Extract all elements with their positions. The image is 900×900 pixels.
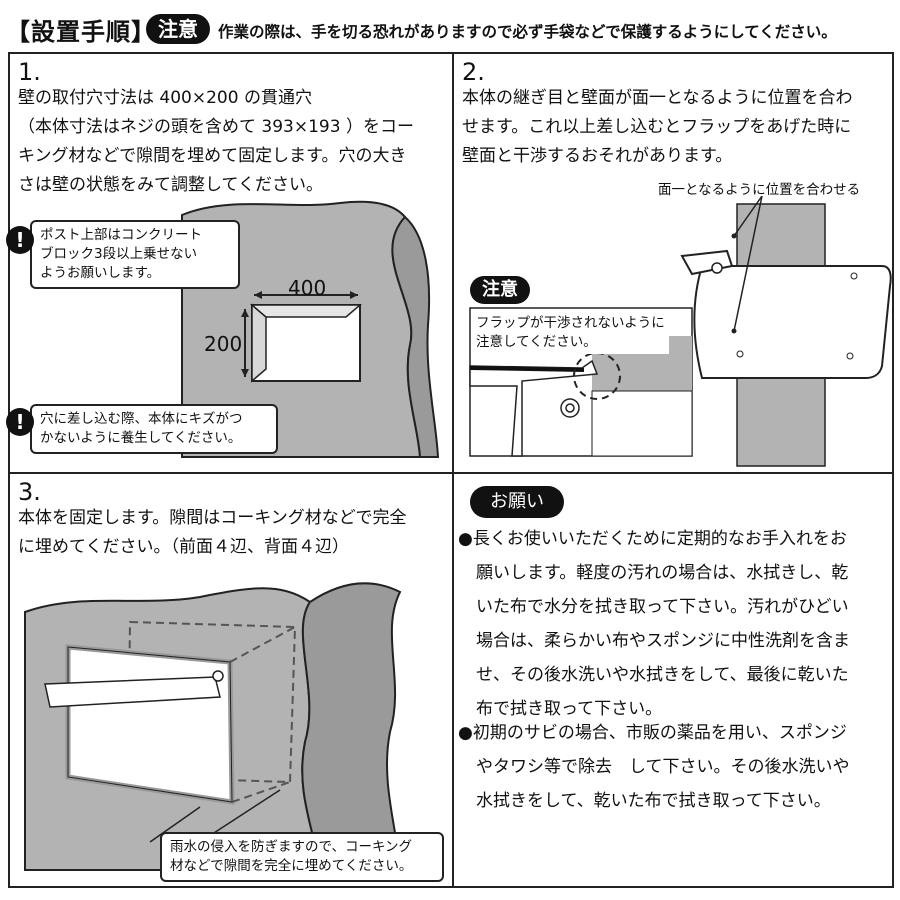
- care-item-1: ●長くお使いいただくために定期的なお手入れをお 願いします。軽度の汚れの場合は、…: [458, 522, 850, 726]
- care-line: いた布で水分を拭き取って下さい。汚れがひどい: [476, 597, 849, 617]
- step1-line: さは壁の状態をみて調整してください。: [18, 175, 323, 195]
- step3-number: 3.: [18, 478, 41, 506]
- instruction-frame: [8, 52, 894, 888]
- step1-callout-top: ポスト上部はコンクリート ブロック3段以上乗せない ようお願いします。: [30, 220, 240, 289]
- step2-line: せます。これ以上差し込むとフラップをあげた時に: [462, 117, 852, 137]
- warning-icon: !: [6, 408, 34, 436]
- step1-line: （本体寸法はネジの頭を含めて 393×193 ）をコー: [18, 117, 414, 137]
- step1-number: 1.: [18, 58, 41, 86]
- header: 【設置手順】 注意 作業の際は、手を切る恐れがありますので必ず手袋などで保護する…: [6, 8, 896, 48]
- step1-text: 壁の取付穴寸法は 400×200 の貫通穴 （本体寸法はネジの頭を含めて 393…: [18, 84, 414, 200]
- caution-line: 注意してください。: [476, 334, 597, 350]
- care-line: 場合は、柔らかい布やスポンジに中性洗剤を含ま: [476, 631, 850, 651]
- step1-panel: 1. 壁の取付穴寸法は 400×200 の貫通穴 （本体寸法はネジの頭を含めて …: [18, 58, 448, 468]
- step3-line: に埋めてください。（前面４辺、背面４辺）: [18, 537, 349, 557]
- dimension-width-label: 400: [288, 276, 327, 300]
- care-line: ●初期のサビの場合、市販の薬品を用い、スポンジ: [458, 723, 847, 743]
- step2-caution-badge: 注意: [470, 276, 530, 304]
- care-line: やタワシ等で除去 して下さい。その後水洗いや: [476, 757, 850, 777]
- care-line: 水拭きをして、乾いた布で拭き取って下さい。: [476, 791, 831, 811]
- step2-panel: 2. 本体の継ぎ目と壁面が面一となるように位置を合わ せます。これ以上差し込むと…: [462, 58, 892, 468]
- page-title: 【設置手順】: [6, 18, 156, 46]
- step1-line: キング材などで隙間を埋めて固定します。穴の大き: [18, 146, 407, 166]
- care-title-badge: お願い: [470, 486, 564, 518]
- caution-line: フラップが干渉されないように: [476, 315, 665, 331]
- care-line: 願いします。軽度の汚れの場合は、水拭きし、乾: [476, 563, 849, 583]
- callout-line: ブロック3段以上乗せない: [40, 246, 198, 262]
- care-line: ●長くお使いいただくために定期的なお手入れをお: [458, 529, 847, 549]
- step2-number: 2.: [462, 58, 485, 86]
- step3-callout: 雨水の侵入を防ぎますので、コーキング 材などで隙間を完全に埋めてください。: [160, 832, 444, 882]
- step3-text: 本体を固定します。隙間はコーキング材などで完全 に埋めてください。（前面４辺、背…: [18, 504, 406, 562]
- divider-vertical: [452, 52, 454, 888]
- step1-line: 壁の取付穴寸法は 400×200 の貫通穴: [18, 88, 312, 108]
- callout-line: 穴に差し込む際、本体にキズがつ: [40, 411, 243, 427]
- callout-line: かないように養生してください。: [40, 430, 242, 446]
- care-line: 布で拭き取って下さい。: [476, 699, 663, 719]
- care-line: せ、その後水洗いや水拭きをして、最後に乾いた: [476, 665, 849, 685]
- step2-caution-box: フラップが干渉されないように 注意してください。: [472, 312, 669, 354]
- dimension-height-label: 200: [204, 332, 243, 356]
- divider-horizontal: [8, 472, 894, 474]
- step3-mailbox-illustration: [24, 582, 402, 871]
- care-item-2: ●初期のサビの場合、市販の薬品を用い、スポンジ やタワシ等で除去 して下さい。そ…: [458, 716, 850, 818]
- align-label: 面一となるように位置を合わせる: [658, 182, 861, 198]
- step3-line: 本体を固定します。隙間はコーキング材などで完全: [18, 508, 407, 528]
- step1-wall-illustration: [181, 200, 440, 458]
- caution-text: 作業の際は、手を切る恐れがありますので必ず手袋などで保護するようにしてください。: [218, 23, 837, 41]
- step2-text: 本体の継ぎ目と壁面が面一となるように位置を合わ せます。これ以上差し込むとフラッ…: [462, 84, 853, 171]
- callout-line: 材などで隙間を完全に埋めてください。: [170, 858, 413, 874]
- step1-callout-bottom: 穴に差し込む際、本体にキズがつ かないように養生してください。: [30, 404, 278, 454]
- warning-icon: !: [6, 226, 34, 254]
- caution-badge: 注意: [146, 14, 210, 44]
- callout-line: ようお願いします。: [40, 265, 161, 281]
- step3-panel: 3. 本体を固定します。隙間はコーキング材などで完全 に埋めてください。（前面４…: [18, 478, 448, 883]
- step2-line: 壁面と干渉するおそれがあります。: [462, 146, 733, 166]
- step2-line: 本体の継ぎ目と壁面が面一となるように位置を合わ: [462, 88, 853, 108]
- callout-line: ポスト上部はコンクリート: [40, 227, 202, 243]
- callout-line: 雨水の侵入を防ぎますので、コーキング: [170, 839, 413, 855]
